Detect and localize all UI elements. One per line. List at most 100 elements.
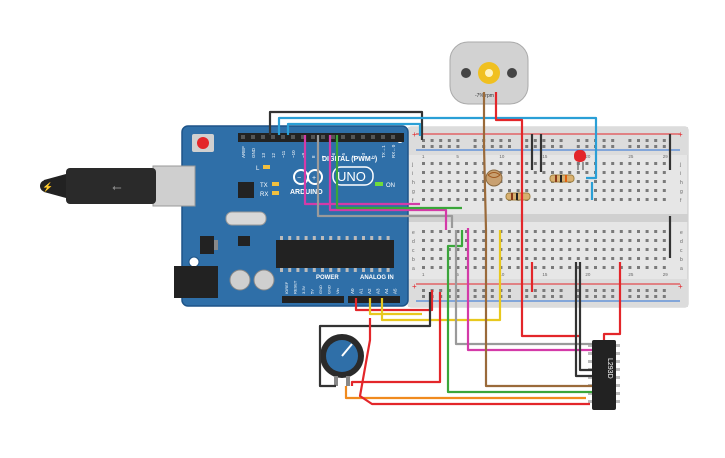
- wire-green-chip[interactable]: [446, 230, 592, 394]
- analog-header[interactable]: [348, 296, 400, 303]
- wire-chip-vcc[interactable]: [602, 262, 622, 340]
- photoresistor[interactable]: [485, 169, 503, 187]
- breadboard-hole: [628, 171, 632, 174]
- breadboard-hole: [516, 248, 520, 251]
- breadboard-hole: [447, 189, 451, 192]
- chip-pin: [304, 236, 308, 240]
- power-jack[interactable]: [174, 266, 218, 298]
- breadboard-hole: [619, 162, 623, 165]
- breadboard-hole: [645, 162, 649, 165]
- breadboard-hole: [542, 230, 546, 233]
- wire-pot-orange[interactable]: [344, 386, 586, 400]
- breadboard-hole: [602, 239, 606, 242]
- wire-pot-red[interactable]: [358, 318, 590, 406]
- rail-hole: [551, 289, 554, 292]
- breadboard-hole: [654, 171, 658, 174]
- breadboard-hole: [619, 239, 623, 242]
- rail-plus-label: +: [412, 130, 417, 139]
- chip-label: L293D: [606, 358, 613, 379]
- rail-hole: [559, 145, 563, 148]
- breadboard-hole: [568, 239, 572, 242]
- usb-cable[interactable]: ⚡ ⭠: [40, 165, 196, 207]
- breadboard-hole: [430, 162, 434, 165]
- resistor-1[interactable]: [505, 192, 531, 201]
- breadboard-hole: [576, 189, 580, 192]
- wire-green-1[interactable]: [335, 135, 462, 210]
- breadboard-hole: [499, 171, 503, 174]
- wire-brown-chip[interactable]: [484, 230, 592, 388]
- breadboard-hole: [585, 248, 589, 251]
- wire-chip-gnd-1[interactable]: [574, 262, 592, 378]
- digital-pin-label: 8: [311, 155, 316, 158]
- breadboard-hole: [654, 189, 658, 192]
- breadboard-hole: [508, 230, 511, 233]
- breadboard-hole: [645, 180, 649, 183]
- resistor-2[interactable]: [549, 174, 575, 183]
- row-letter: e: [680, 230, 683, 236]
- breadboard-hole: [585, 180, 589, 183]
- breadboard-hole: [611, 257, 615, 260]
- analog-pin-label: A5: [393, 288, 398, 294]
- rail-hole: [576, 295, 580, 298]
- breadboard-hole: [533, 180, 537, 183]
- rail-hole: [645, 145, 649, 148]
- breadboard-hole: [516, 189, 520, 192]
- row-letter: d: [412, 239, 415, 245]
- analog-pin-label: A2: [367, 288, 372, 294]
- breadboard-hole: [490, 198, 494, 201]
- wire-motor-red[interactable]: [494, 92, 580, 338]
- breadboard-hole: [473, 230, 477, 233]
- l293d-pin: [588, 400, 592, 403]
- wire-gnd-black[interactable]: [268, 110, 424, 140]
- breadboard-hole: [559, 189, 563, 192]
- wire-magenta-chip[interactable]: [466, 228, 592, 352]
- rail-hole: [637, 295, 640, 298]
- breadboard-hole: [447, 162, 451, 165]
- breadboard-hole: [533, 162, 537, 165]
- wire-motor-brown[interactable]: [482, 92, 488, 231]
- red-led[interactable]: [574, 150, 586, 170]
- digital-pin: [271, 135, 275, 139]
- power-header[interactable]: [282, 296, 344, 303]
- breadboard-hole: [576, 257, 580, 260]
- breadboard-hole: [422, 171, 425, 174]
- reset-button-cap[interactable]: [197, 137, 209, 149]
- row-letter: i: [412, 171, 413, 177]
- wire-pot-red-2[interactable]: [350, 292, 442, 386]
- rail-hole: [482, 295, 486, 298]
- wire-magenta-1[interactable]: [303, 135, 420, 206]
- breadboard-hole: [585, 171, 589, 174]
- breadboard-hole: [447, 248, 451, 251]
- rail-hole: [611, 289, 615, 292]
- wire-gray-chip[interactable]: [454, 230, 592, 346]
- rail-hole: [525, 145, 529, 148]
- rail-hole: [662, 289, 666, 292]
- wire-gray-1[interactable]: [316, 135, 454, 228]
- arduino-logo: − + ARDUINO: [290, 169, 323, 196]
- wire-blue-short[interactable]: [286, 122, 422, 136]
- wire-a1-yellow[interactable]: [368, 298, 422, 316]
- chip-pin: [353, 236, 357, 240]
- wire-magenta-2[interactable]: [328, 135, 448, 230]
- wire-pot-black[interactable]: [318, 292, 432, 388]
- dc-motor[interactable]: -7% rpm: [449, 41, 529, 105]
- wire-chip-gnd-2[interactable]: [578, 262, 592, 372]
- chip-pin: [370, 236, 374, 240]
- breadboard-hole: [533, 230, 537, 233]
- wire-blue-top[interactable]: [277, 116, 598, 180]
- l293d-pin: [588, 392, 592, 395]
- potentiometer[interactable]: [320, 334, 364, 386]
- breadboard-hole: [456, 230, 460, 233]
- breadboard-hole: [576, 198, 580, 201]
- rail-hole: [499, 145, 503, 148]
- digital-pin-label: GND: [251, 147, 256, 158]
- l-label: L: [256, 166, 260, 172]
- breadboard-hole: [594, 248, 597, 251]
- breadboard-hole: [559, 248, 563, 251]
- rail-hole: [430, 139, 434, 142]
- wire-5v-red[interactable]: [354, 290, 434, 312]
- l293d-chip[interactable]: L293D: [588, 340, 620, 410]
- breadboard-hole: [568, 257, 572, 260]
